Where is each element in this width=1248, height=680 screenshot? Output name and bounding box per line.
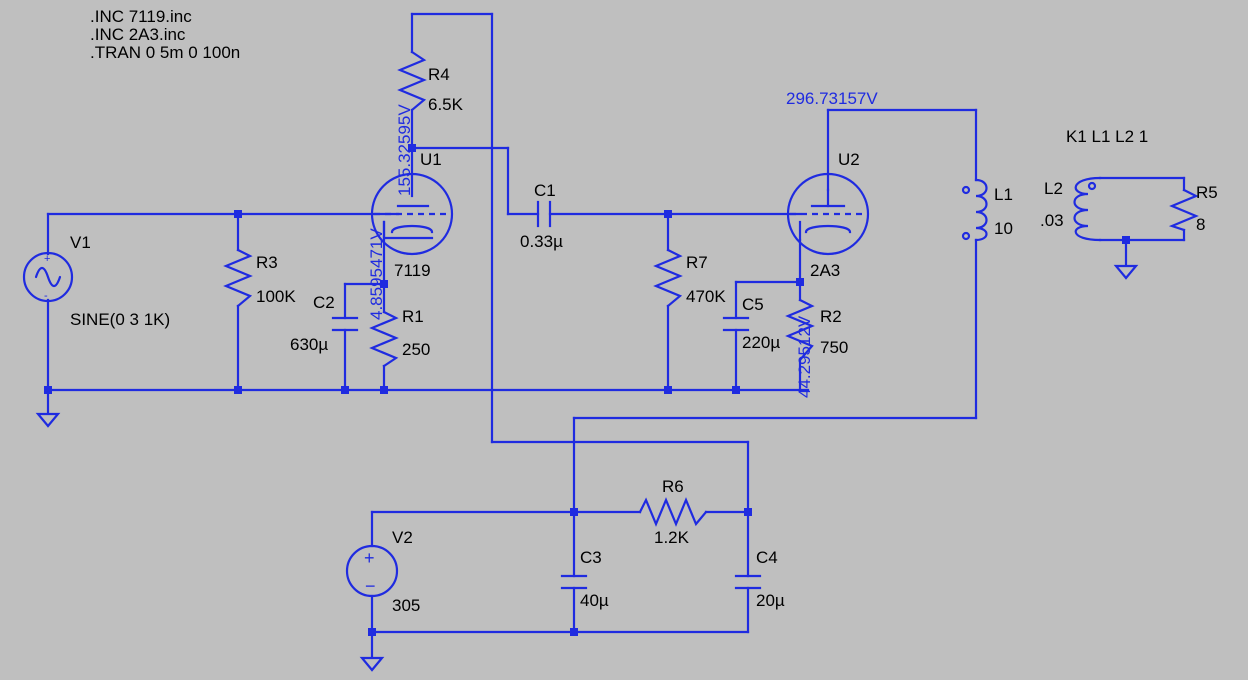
r4-name-label: R4 (428, 65, 450, 84)
u1-plate-voltage: 155.32595V (395, 104, 414, 196)
tube-u1[interactable] (370, 172, 454, 256)
svg-text:−: − (365, 576, 376, 596)
u1-name-label: U1 (420, 150, 442, 169)
c5-name-label: C5 (742, 295, 764, 314)
svg-text:+: + (44, 253, 50, 265)
inductor-l2[interactable] (1073, 176, 1102, 242)
v2-value-label: 305 (392, 596, 420, 615)
r1-value-label: 250 (402, 340, 430, 359)
wires (46, 12, 1186, 658)
r3-name-label: R3 (256, 253, 278, 272)
junction-dots (44, 144, 1130, 636)
u1-cathode-voltage: 4.8595471V (367, 228, 386, 320)
v2-name-label: V2 (392, 528, 413, 547)
resistor-r3[interactable] (223, 248, 253, 308)
l2-name-label: L2 (1044, 179, 1063, 198)
directive-inc-2a3: .INC 2A3.inc (90, 25, 186, 44)
ground-symbol-v1 (35, 412, 61, 428)
c1-value-label: 0.33µ (520, 232, 563, 251)
r7-value-label: 470K (686, 287, 726, 306)
l1-value-label: 10 (994, 219, 1013, 238)
capacitor-c3[interactable] (560, 574, 588, 590)
resistor-r6[interactable] (638, 497, 708, 527)
c2-value-label: 630µ (290, 335, 328, 354)
l2-value-label: .03 (1040, 211, 1064, 230)
v1-name-label: V1 (70, 233, 91, 252)
r6-name-label: R6 (662, 477, 684, 496)
r7-name-label: R7 (686, 253, 708, 272)
v1-value-label: SINE(0 3 1K) (70, 310, 170, 329)
resistor-r2[interactable] (785, 298, 815, 362)
r2-name-label: R2 (820, 307, 842, 326)
v1-sine-source[interactable]: + - (22, 251, 74, 303)
capacitor-c4[interactable] (734, 574, 762, 590)
resistor-r4[interactable] (397, 50, 427, 112)
r2-value-label: 750 (820, 338, 848, 357)
directive-tran: .TRAN 0 5m 0 100n (90, 43, 240, 62)
capacitor-c2[interactable] (331, 316, 359, 332)
c3-value-label: 40µ (580, 591, 609, 610)
resistor-r5[interactable] (1168, 188, 1199, 232)
inductor-l1[interactable] (961, 178, 988, 242)
c2-name-label: C2 (313, 293, 335, 312)
ground-symbol-secondary (1113, 264, 1139, 280)
c4-name-label: C4 (756, 548, 778, 567)
tube-u2[interactable] (786, 172, 870, 256)
capacitor-c5[interactable] (722, 316, 750, 332)
capacitor-c1[interactable] (536, 200, 552, 228)
l1-name-label: L1 (994, 185, 1013, 204)
r3-value-label: 100K (256, 287, 296, 306)
directive-inc-7119: .INC 7119.inc (90, 7, 192, 26)
c4-value-label: 20µ (756, 591, 785, 610)
r5-name-label: R5 (1196, 183, 1218, 202)
c3-name-label: C3 (580, 548, 602, 567)
coupling-directive: K1 L1 L2 1 (1066, 127, 1148, 146)
u2-plate-voltage: 296.73157V (786, 89, 878, 108)
v2-dc-source[interactable]: + − (345, 544, 399, 598)
r6-value-label: 1.2K (654, 528, 690, 547)
r4-value-label: 6.5K (428, 95, 464, 114)
c1-name-label: C1 (534, 181, 556, 200)
resistor-r7[interactable] (653, 248, 683, 308)
u1-model-label: 7119 (394, 261, 431, 280)
u2-name-label: U2 (838, 150, 860, 169)
u2-model-label: 2A3 (810, 261, 840, 280)
u2-cathode-voltage: 44.29512V (795, 315, 814, 398)
resistor-r1[interactable] (369, 310, 399, 368)
c5-value-label: 220µ (742, 333, 780, 352)
r5-value-label: 8 (1196, 215, 1205, 234)
svg-text:+: + (364, 548, 375, 568)
r1-name-label: R1 (402, 307, 424, 326)
ground-symbol-v2 (359, 656, 385, 672)
svg-text:-: - (44, 290, 48, 302)
